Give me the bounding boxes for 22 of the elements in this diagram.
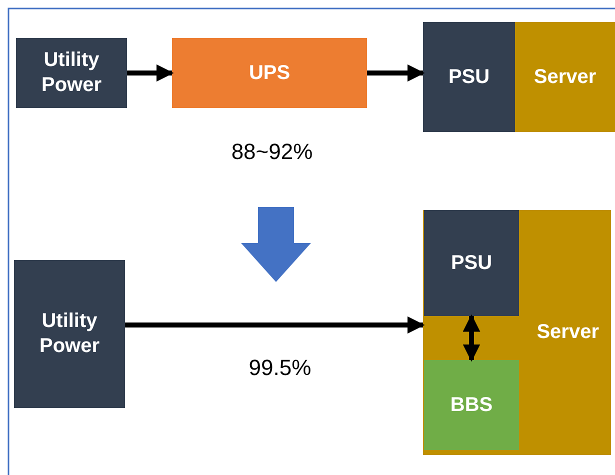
node-label: Utility Power <box>40 48 103 98</box>
arrow <box>367 64 425 82</box>
power-source-box <box>14 260 125 408</box>
efficiency-label: 88~92% <box>231 139 313 165</box>
psu-box <box>424 210 519 316</box>
server-box <box>515 22 615 132</box>
ups-box <box>172 38 367 108</box>
node-label: Server <box>532 64 598 90</box>
server-box <box>423 210 611 455</box>
psu-box <box>423 22 515 132</box>
node-label: Utility Power <box>38 309 101 359</box>
node-label: PSU <box>447 64 491 90</box>
efficiency-label: 99.5% <box>248 355 312 381</box>
power-source-box <box>16 38 127 108</box>
battery-box <box>424 360 519 450</box>
node-label: UPS <box>248 60 292 86</box>
arrow <box>127 64 174 82</box>
node-label: Server <box>536 320 600 345</box>
node-label: BBS <box>449 392 494 418</box>
arrow <box>125 316 425 334</box>
node-label: PSU <box>450 250 494 276</box>
arrow <box>462 314 480 362</box>
